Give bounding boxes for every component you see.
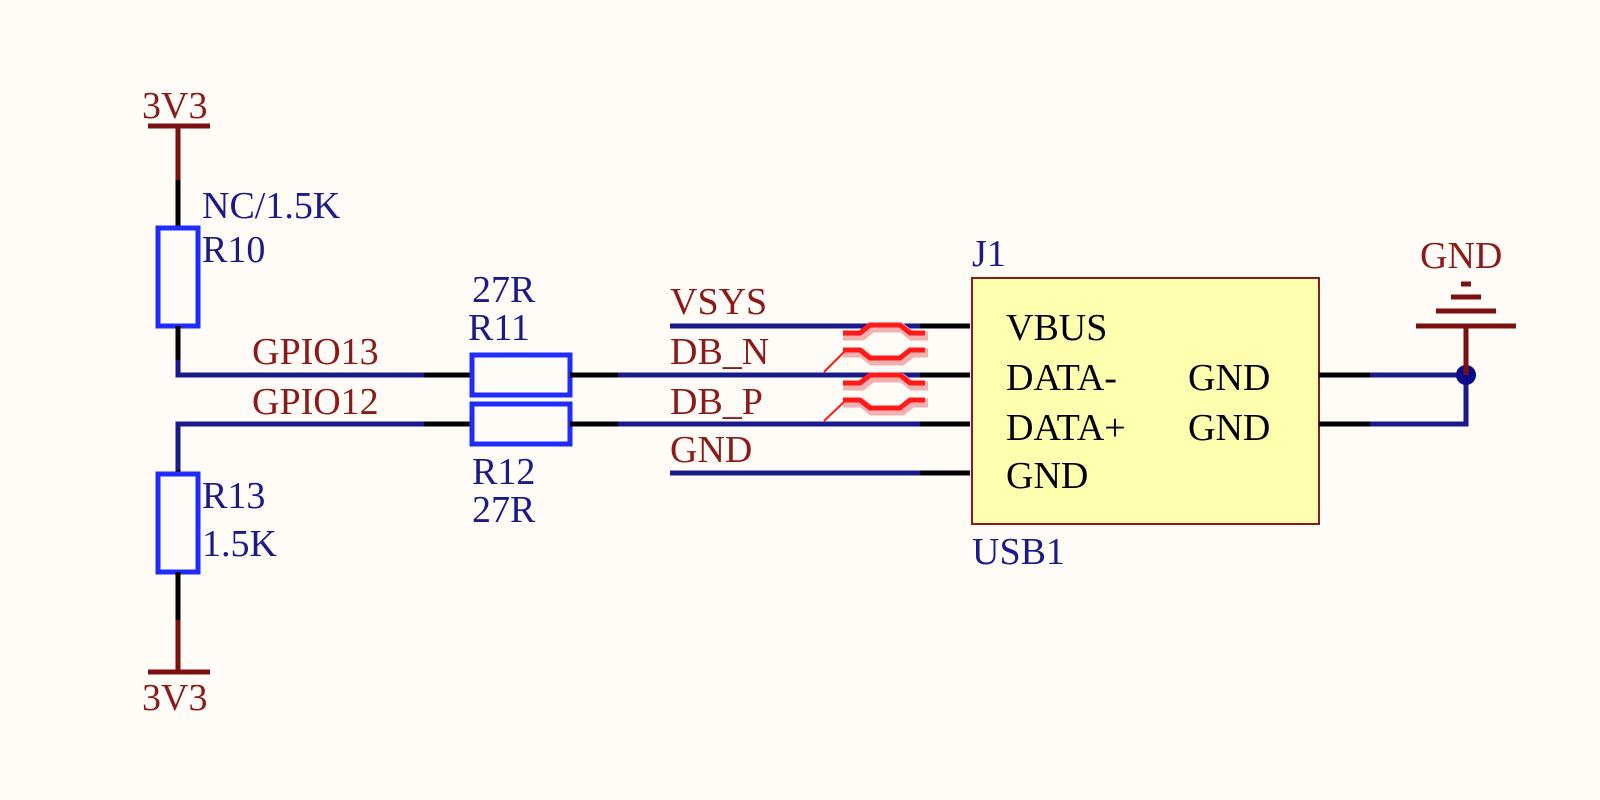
resistor-r12[interactable]: R12 27R <box>469 401 618 531</box>
net-label-gnd: GND <box>670 429 752 471</box>
net-label-gpio13: GPIO13 <box>252 331 379 373</box>
r13-value: 1.5K <box>202 523 278 565</box>
resistor-r11[interactable]: 27R R11 <box>468 269 618 398</box>
r11-designator: R11 <box>468 307 530 349</box>
pin-label-data-minus: DATA- <box>1006 357 1117 399</box>
r11-body <box>469 352 573 398</box>
power-port-label: 3V3 <box>142 677 207 719</box>
r12-designator: R12 <box>472 451 535 493</box>
gpio12-wire <box>175 421 470 470</box>
connector-body <box>971 277 1320 525</box>
power-port-3v3-top[interactable]: 3V3 <box>142 85 210 180</box>
net-label-db-n: DB_N <box>670 331 769 373</box>
wire-shield-gnd[interactable] <box>1370 365 1476 427</box>
ground-symbol-icon <box>1416 281 1516 329</box>
pin-label-vbus: VBUS <box>1006 307 1107 349</box>
r13-body <box>155 471 201 575</box>
ground-port[interactable]: GND <box>1416 235 1516 375</box>
pin-label-shield-gnd-1: GND <box>1188 357 1270 399</box>
connector-j1[interactable]: J1 USB1 VBUS DATA- DATA+ GND GND GND <box>971 233 1370 573</box>
net-label-vsys: VSYS <box>670 281 767 323</box>
shield-gnd-wire-2 <box>1370 375 1469 427</box>
net-label-gpio12: GPIO12 <box>252 381 379 423</box>
r12-body <box>469 401 573 447</box>
pin-label-gnd: GND <box>1006 455 1088 497</box>
pin-label-data-plus: DATA+ <box>1006 407 1126 449</box>
r10-value: NC/1.5K <box>202 185 341 227</box>
r13-designator: R13 <box>202 475 265 517</box>
connector-comment: USB1 <box>972 531 1065 573</box>
wire-gpio13[interactable]: GPIO13 <box>175 331 470 378</box>
connector-designator: J1 <box>972 233 1006 275</box>
r11-value: 27R <box>472 269 536 311</box>
ground-port-label: GND <box>1420 235 1502 277</box>
r10-designator: R10 <box>202 229 265 271</box>
resistor-r13[interactable]: R13 1.5K <box>155 470 278 620</box>
wire-vsys[interactable]: VSYS <box>670 281 970 329</box>
power-port-label: 3V3 <box>142 85 207 127</box>
net-label-db-p: DB_P <box>670 381 763 423</box>
diff-pair-marker-p <box>823 372 928 422</box>
r12-value: 27R <box>472 489 536 531</box>
r10-body <box>155 225 201 329</box>
gpio13-wire <box>175 360 470 378</box>
pin-label-shield-gnd-2: GND <box>1188 407 1270 449</box>
power-port-3v3-bottom[interactable]: 3V3 <box>142 620 210 719</box>
diff-pair-directive-icon[interactable] <box>823 322 928 422</box>
wire-db-p[interactable]: DB_P <box>618 381 970 427</box>
wire-gnd[interactable]: GND <box>670 429 970 476</box>
resistor-r10[interactable]: NC/1.5K R10 <box>155 180 341 360</box>
diff-pair-marker-n <box>823 322 928 373</box>
wire-gpio12[interactable]: GPIO12 <box>175 381 470 470</box>
